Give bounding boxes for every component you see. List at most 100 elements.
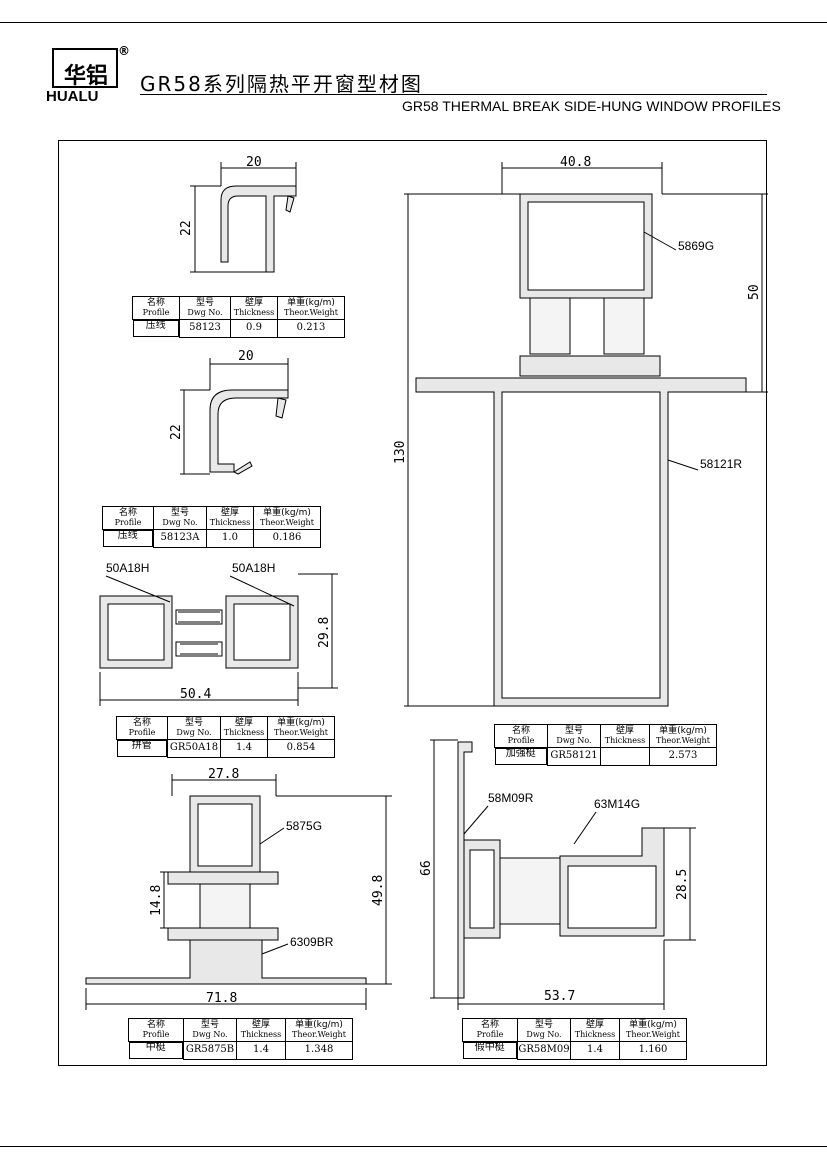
table-header-text: 名称 <box>146 1020 165 1030</box>
table-header-text: Thickness <box>209 518 251 527</box>
dim-p1-width: 20 <box>246 155 262 170</box>
table-header-text: Thickness <box>240 1030 282 1039</box>
table-cell: 加强梃 <box>494 748 547 765</box>
table-header-text: Theor.Weight <box>284 308 338 317</box>
table-cell: 单重(kg/m)Theor.Weight <box>277 296 345 320</box>
table-header-text: 单重(kg/m) <box>277 718 325 728</box>
table-header-text: 型号 <box>170 508 189 518</box>
table-header-text: 型号 <box>195 298 214 308</box>
table-header-text: Thickness <box>223 728 265 737</box>
table-header-text: 壁厚 <box>585 1020 604 1030</box>
dim-p4-total: 130 <box>393 441 408 464</box>
table-cell: 1.4 <box>570 1041 620 1060</box>
table-cell: 单重(kg/m)Theor.Weight <box>619 1018 687 1042</box>
profile-5869G-58121R-drawing <box>404 162 768 707</box>
table-header-text: 名称 <box>511 726 530 736</box>
label-p6-left: 58M09R <box>488 791 534 805</box>
table-header-text: 型号 <box>200 1020 219 1030</box>
table-header-text: Thickness <box>604 736 646 745</box>
table-cell: 1.160 <box>619 1041 687 1060</box>
table-cell: 单重(kg/m)Theor.Weight <box>285 1018 353 1042</box>
table-header-text: Theor.Weight <box>292 1030 346 1039</box>
table-cell: 58123 <box>179 319 231 338</box>
table-header-text: 壁厚 <box>220 508 239 518</box>
logo-chinese: 华铝 <box>64 64 109 89</box>
logo-frame <box>52 48 118 88</box>
table-header-text: Theor.Weight <box>260 518 314 527</box>
label-p6-right: 63M14G <box>594 797 640 811</box>
dim-p4-width: 40.8 <box>560 155 591 170</box>
table-header-text: Dwg No. <box>526 1030 562 1039</box>
dim-p4-height: 50 <box>747 284 762 300</box>
table-cell: 0.854 <box>267 739 335 758</box>
table-header-text: 壁厚 <box>234 718 253 728</box>
table-cell: 1.4 <box>236 1041 286 1060</box>
table-header-text: 单重(kg/m) <box>263 508 311 518</box>
table-cell: 1.4 <box>220 739 268 758</box>
table-cell: 拼管 <box>116 740 167 757</box>
dim-p1-height: 22 <box>179 220 194 236</box>
table-header-text: 名称 <box>118 508 137 518</box>
table-cell: 0.213 <box>277 319 345 338</box>
table-header-text: Profile <box>128 728 156 737</box>
table-cell: GR58M09 <box>517 1041 571 1060</box>
dim-p3-height: 29.8 <box>317 617 332 648</box>
table-cell: 1.0 <box>206 529 254 548</box>
label-p4-upper: 5869G <box>678 239 714 253</box>
table-cell: 中梃 <box>128 1042 183 1059</box>
label-p5-upper: 5875G <box>286 819 322 833</box>
table-header-text: 壁厚 <box>615 726 634 736</box>
table-cell: 0.9 <box>230 319 278 338</box>
table-header-text: Profile <box>507 736 535 745</box>
table-header-text: Dwg No. <box>187 308 223 317</box>
table-header-text: 单重(kg/m) <box>287 298 335 308</box>
table-cell: 单重(kg/m)Theor.Weight <box>267 716 335 740</box>
table-header-text: Theor.Weight <box>274 728 328 737</box>
dim-p6-width: 53.7 <box>544 989 575 1004</box>
table-cell: 0.186 <box>253 529 321 548</box>
table-header-text: Dwg No. <box>556 736 592 745</box>
dim-p5-height: 49.8 <box>371 875 386 906</box>
table-cell: 压线 <box>102 530 153 547</box>
dim-p5-width: 71.8 <box>206 991 237 1006</box>
table-header-text: 名称 <box>480 1020 499 1030</box>
table-header-text: Dwg No. <box>192 1030 228 1039</box>
table-header-text: 单重(kg/m) <box>629 1020 677 1030</box>
bottom-rule <box>0 1146 827 1147</box>
logo-english: HUALU <box>46 88 99 105</box>
profile-5875G-6309BR-drawing <box>85 774 392 1010</box>
table-header-text: Profile <box>476 1030 504 1039</box>
dim-p3-width: 50.4 <box>180 687 211 702</box>
table-cell: 假中梃 <box>462 1042 517 1059</box>
profile-58123-drawing <box>190 162 297 273</box>
table-cell: 单重(kg/m)Theor.Weight <box>253 506 321 530</box>
table-header-text: Dwg No. <box>162 518 198 527</box>
table-header-text: 型号 <box>534 1020 553 1030</box>
label-p3-right: 50A18H <box>232 561 275 575</box>
profile-58M09R-63M14G-drawing <box>430 739 696 1010</box>
table-cell: 1.348 <box>285 1041 353 1060</box>
top-rule <box>0 22 827 23</box>
table-header-text: 型号 <box>184 718 203 728</box>
dim-p2-width: 20 <box>238 349 254 364</box>
table-header-text: Profile <box>142 1030 170 1039</box>
table-header-text: 名称 <box>132 718 151 728</box>
